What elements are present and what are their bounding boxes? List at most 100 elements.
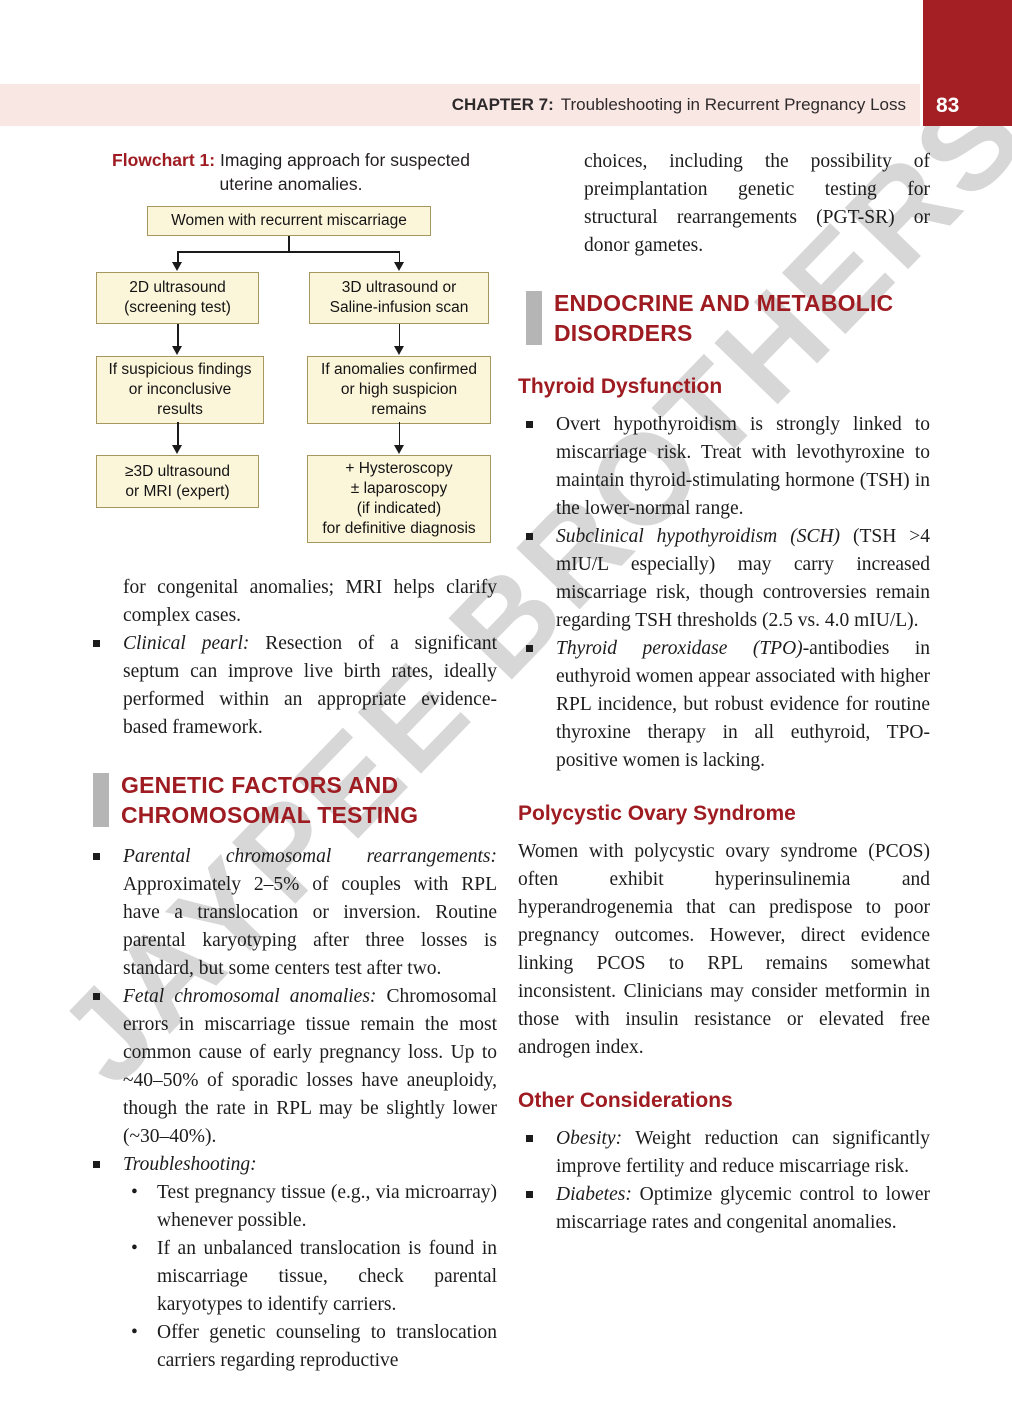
bullet-rest: Optimize glycemic control to lower misca…: [556, 1184, 930, 1233]
sub-bullet-genetic-counseling: • Offer genetic counseling to translocat…: [131, 1319, 497, 1375]
chapter-title: Troubleshooting in Recurrent Pregnancy L…: [560, 95, 906, 114]
paragraph-continuation: choices, including the possibility of pr…: [584, 151, 930, 256]
bullet-lead: Fetal chromosomal anomalies:: [123, 986, 377, 1007]
heading-bar-icon: [93, 773, 109, 827]
bullet-lead: Parental chromosomal rearrangements:: [123, 846, 497, 867]
bullet-text: Obesity: Weight reduction can significan…: [556, 1125, 930, 1181]
round-bullet-icon: •: [131, 1182, 138, 1203]
flowchart-box-text: ≥3D ultrasound: [124, 462, 230, 480]
round-bullet-icon: •: [131, 1238, 138, 1259]
bullet-marker: [518, 1125, 556, 1181]
bullet-rest: Overt hypothyroidism is strongly linked …: [556, 414, 930, 519]
paragraph-pcos: Women with polycystic ovary syndrome (PC…: [518, 841, 930, 1058]
bullet-marker: [518, 411, 556, 523]
round-bullet-icon: •: [131, 1322, 138, 1343]
flowchart-box-text: + Hysteroscopy: [345, 460, 453, 477]
square-bullet-icon: [526, 1191, 533, 1198]
bullet-diabetes: Diabetes: Optimize glycemic control to l…: [518, 1181, 930, 1237]
sub-bullet-text: Offer genetic counseling to translocatio…: [157, 1322, 497, 1371]
flowchart-box-text: If suspicious findings: [108, 361, 252, 378]
bullet-rest: Approximately 2–5% of couples with RPL h…: [123, 874, 497, 979]
bullet-marker: [85, 630, 123, 742]
arrow-down-icon: [393, 445, 404, 454]
paragraph-continuation: for congenital anomalies; MRI helps clar…: [123, 577, 497, 626]
flowchart-connector: [177, 251, 179, 263]
square-bullet-icon: [526, 645, 533, 652]
arrow-down-icon: [393, 346, 404, 355]
flowchart-box-text: 2D ultrasound: [129, 279, 226, 296]
square-bullet-icon: [93, 853, 100, 860]
flowchart-title: Flowchart 1: Imaging approach for suspec…: [95, 148, 487, 196]
flowchart-box-mri-expert: ≥3D ultrasound or MRI (expert): [96, 455, 259, 508]
chapter-header-band: CHAPTER 7: Troubleshooting in Recurrent …: [0, 84, 920, 126]
sub-bullet-test-tissue: • Test pregnancy tissue (e.g., via micro…: [131, 1179, 497, 1235]
bullet-text: Troubleshooting:: [123, 1151, 497, 1179]
flowchart-box-text: or MRI (expert): [125, 482, 230, 500]
flowchart-label: Flowchart 1:: [112, 150, 216, 170]
flowchart-box-text: If anomalies confirmed: [321, 361, 477, 378]
flowchart-connector: [177, 324, 179, 347]
flowchart-connector: [398, 324, 400, 347]
chapter-label: CHAPTER 7:: [451, 95, 554, 114]
square-bullet-icon: [526, 1135, 533, 1142]
square-bullet-icon: [526, 533, 533, 540]
bullet-marker: [518, 523, 556, 635]
bullet-text: Overt hypothyroidism is strongly linked …: [556, 411, 930, 523]
flowchart-box-hysteroscopy: + Hysteroscopy ± laparoscopy (if indicat…: [307, 455, 491, 543]
flowchart-box-text: for definitive diagnosis: [322, 520, 476, 537]
heading-bar-icon: [526, 291, 542, 345]
bullet-marker: [85, 1151, 123, 1179]
bullet-text: Clinical pearl: Resection of a significa…: [123, 630, 497, 742]
sub-bullet-text: If an unbalanced translocation is found …: [157, 1238, 497, 1315]
bullet-text: Subclinical hypothyroidism (SCH) (TSH >4…: [556, 523, 930, 635]
bullet-text: Thyroid peroxidase (TPO)-antibodies in e…: [556, 635, 930, 775]
bullet-fetal-anomalies: Fetal chromosomal anomalies: Chromosomal…: [85, 983, 497, 1151]
page-number: 83: [936, 94, 960, 117]
bullet-marker: [518, 1181, 556, 1237]
bullet-rest: Chromosomal errors in miscarriage tissue…: [123, 986, 498, 1147]
flowchart-box-text: 3D ultrasound or: [341, 279, 457, 296]
flowchart-box-text: (screening test): [124, 299, 231, 316]
bullet-marker: [518, 635, 556, 775]
bullet-lead: Clinical pearl:: [123, 633, 250, 654]
section-heading-text: GENETIC FACTORS AND CHROMOSOMAL TESTING: [121, 772, 419, 828]
flowchart-box-3d-ultrasound: 3D ultrasound or Saline-infusion scan: [309, 272, 489, 324]
flowchart-connector: [177, 422, 179, 446]
subheading-pcos: Polycystic Ovary Syndrome: [518, 802, 796, 825]
section-heading-genetic-factors: GENETIC FACTORS AND CHROMOSOMAL TESTING: [85, 770, 497, 830]
square-bullet-icon: [526, 421, 533, 428]
flowchart-box-suspicious-findings: If suspicious findings or inconclusive r…: [96, 356, 264, 424]
bullet-overt-hypothyroidism: Overt hypothyroidism is strongly linked …: [518, 411, 930, 523]
sub-bullet-unbalanced-translocation: • If an unbalanced translocation is foun…: [131, 1235, 497, 1319]
flowchart-caption: Imaging approach for suspected uterine a…: [215, 150, 470, 194]
bullet-troubleshooting: Troubleshooting:: [85, 1151, 497, 1179]
bullet-text: Diabetes: Optimize glycemic control to l…: [556, 1181, 930, 1237]
flowchart-box-text: Women with recurrent miscarriage: [171, 212, 407, 229]
bullet-text: Fetal chromosomal anomalies: Chromosomal…: [123, 983, 497, 1151]
arrow-down-icon: [172, 262, 182, 271]
section-heading-text: ENDOCRINE AND METABOLIC DISORDERS: [554, 290, 894, 346]
flowchart-connector: [398, 422, 400, 446]
page-number-box: 83: [923, 0, 1012, 126]
bullet-rest: Resection of a significant septum can im…: [123, 633, 497, 738]
square-bullet-icon: [93, 1161, 100, 1168]
flowchart-box-text: or high suspicion: [340, 381, 458, 398]
flowchart-box-text: ± laparoscopy: [350, 480, 448, 497]
flowchart-connector: [177, 251, 400, 253]
bullet-tpo-antibodies: Thyroid peroxidase (TPO)-antibodies in e…: [518, 635, 930, 775]
bullet-clinical-pearl: Clinical pearl: Resection of a significa…: [85, 630, 497, 742]
bullet-rest: Weight reduction can significantly impro…: [556, 1128, 930, 1177]
bullet-text: Parental chromosomal rearrangements: App…: [123, 843, 497, 983]
flowchart-box-text: Saline-infusion scan: [329, 299, 469, 316]
flowchart-box-recurrent-miscarriage: Women with recurrent miscarriage: [147, 206, 431, 236]
flowchart-box-text: remains: [371, 401, 427, 418]
bullet-lead: Diabetes:: [556, 1184, 632, 1205]
flowchart-diagram: Women with recurrent miscarriage 2D ultr…: [85, 206, 497, 548]
bullet-marker: [85, 843, 123, 983]
bullet-lead: Obesity:: [556, 1128, 623, 1149]
bullet-parental-rearrangements: Parental chromosomal rearrangements: App…: [85, 843, 497, 983]
square-bullet-icon: [93, 640, 100, 647]
subheading-other-considerations: Other Considerations: [518, 1089, 733, 1112]
flowchart-box-text: (if indicated): [356, 500, 442, 517]
